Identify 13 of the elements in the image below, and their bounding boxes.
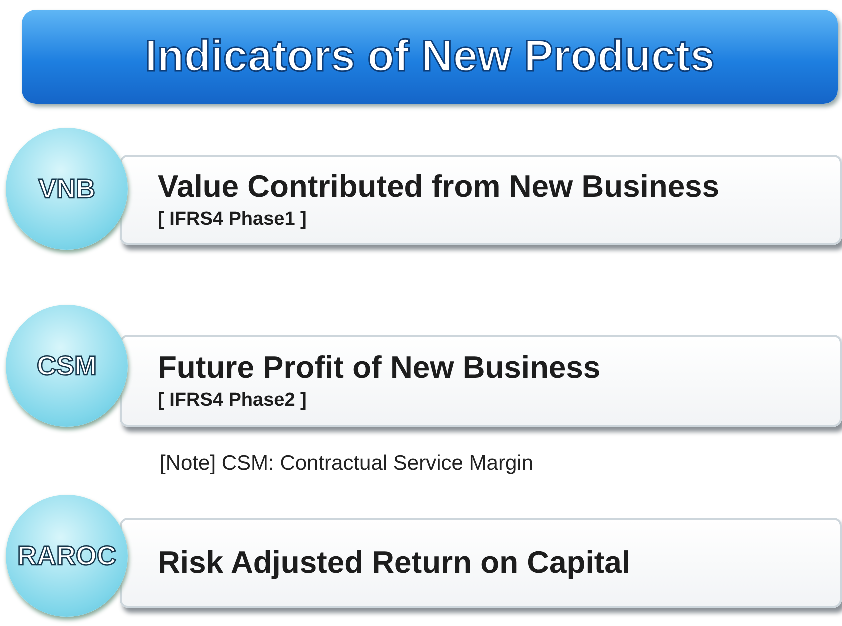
indicator-circle: VNB <box>6 128 128 250</box>
indicator-box <box>120 518 842 608</box>
indicator-box <box>120 335 842 427</box>
title-banner: Indicators of New Products <box>22 10 838 104</box>
note-text: [Note] CSM: Contractual Service Margin <box>160 452 534 476</box>
standard-tag: [ IFRS4 Phase1 ] <box>158 209 840 231</box>
indicator-box <box>120 155 842 245</box>
standard-tag: [ IFRS4 Phase2 ] <box>158 390 840 412</box>
indicator-name: Value Contributed from New Business <box>158 169 721 205</box>
indicator-name: Risk Adjusted Return on Capital <box>158 545 632 581</box>
indicator-circle: RAROC <box>6 495 128 617</box>
indicator-circle: CSM <box>6 305 128 427</box>
indicator-name: Future Profit of New Business <box>158 350 602 386</box>
